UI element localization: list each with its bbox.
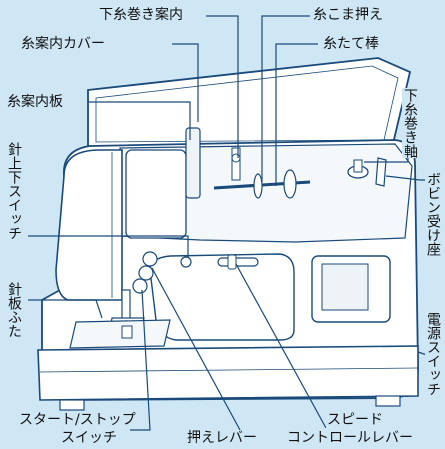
label-speed-2: コントロールレバー xyxy=(286,430,414,446)
leader-needle-switch xyxy=(28,235,189,258)
label-spool-holder: 糸こま押え xyxy=(312,7,384,23)
button-1 xyxy=(142,251,158,267)
guide-plate xyxy=(185,127,201,199)
button-3 xyxy=(132,278,148,294)
label-spool-pin: 糸たて棒 xyxy=(322,36,380,52)
leader-presser-lever xyxy=(151,267,241,431)
label-needle-up-down-switch: 針上下スイッチ xyxy=(6,142,22,240)
spool-cap xyxy=(253,173,263,199)
leader-guide-cover xyxy=(172,43,199,122)
button-2 xyxy=(138,265,154,281)
leader-speed-control xyxy=(235,263,327,429)
needle-plate xyxy=(69,319,171,349)
label-power-switch: 電源スイッチ xyxy=(425,312,441,396)
arm-opening xyxy=(149,253,295,341)
needle-button xyxy=(180,256,192,268)
label-thread-guide-cover: 糸案内カバー xyxy=(20,36,106,52)
speed-slider xyxy=(217,257,259,267)
label-start-stop-1: スタート/ストップ xyxy=(18,412,137,428)
lcd-screen xyxy=(321,263,369,311)
leader-spool-pin xyxy=(275,43,318,186)
label-bobbin-guide: 下糸巻き案内 xyxy=(98,7,184,23)
leader-guide-plate xyxy=(88,101,191,140)
label-presser-lever: 押えレバー xyxy=(186,430,258,446)
bobbin-guide-post xyxy=(231,147,241,181)
machine-bed xyxy=(37,345,419,401)
leader-spool-holder xyxy=(261,15,310,182)
leader-bobbin-guide xyxy=(206,15,239,158)
label-start-stop-2: スイッチ xyxy=(60,430,118,446)
lid-inner xyxy=(95,65,399,143)
lid xyxy=(87,57,412,151)
face-plate xyxy=(125,149,187,239)
leader-start-stop xyxy=(130,289,151,431)
label-thread-guide-plate: 糸案内板 xyxy=(6,94,64,110)
needle-bar xyxy=(121,289,131,321)
label-bobbin-winder-shaft: 下糸巻き軸 xyxy=(402,88,418,158)
leader-needle-plate-cover xyxy=(28,299,103,319)
label-bobbin-seat: ボビン受け座 xyxy=(425,172,441,256)
label-speed-1: スピード xyxy=(326,412,384,428)
leader-lines xyxy=(28,15,431,431)
label-needle-plate-cover: 針板ふた xyxy=(6,282,22,338)
